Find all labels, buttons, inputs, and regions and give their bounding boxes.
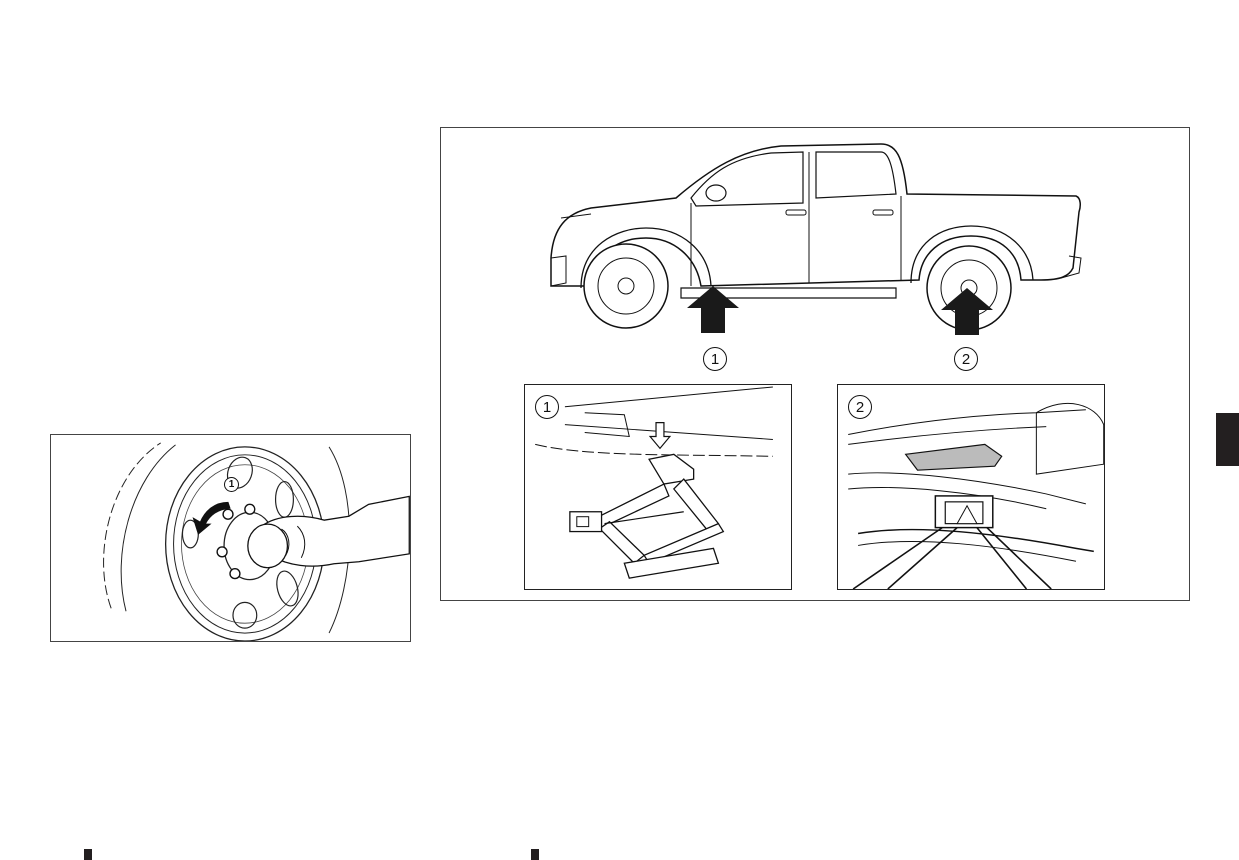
inset-number-1: 1 [535, 395, 559, 419]
wheel-nut-figure: 1 [50, 434, 411, 642]
hand-icon [247, 495, 410, 569]
callout-1: 1 [703, 347, 727, 371]
jack-point-arrow-icon [687, 286, 739, 333]
scissor-jack-icon [535, 386, 773, 579]
inset-2-rear-axle: 2 [837, 384, 1105, 590]
callout-1: 1 [224, 477, 239, 492]
inset-number-2: 2 [848, 395, 872, 419]
jack-point-figure: 1 2 1 [440, 127, 1190, 601]
pickup-truck-icon [550, 143, 1082, 335]
callout-2: 2 [954, 347, 978, 371]
page-corner-mark-left [84, 849, 92, 860]
jack-point-arrow-icon [941, 288, 993, 335]
rotation-arrow-icon [192, 501, 231, 535]
section-tab-marker [1216, 413, 1239, 466]
tire-icon [103, 442, 410, 641]
page-corner-mark-right [531, 849, 539, 860]
jack-under-axle-icon [848, 403, 1104, 589]
inset-1-scissor-jack: 1 [524, 384, 792, 590]
